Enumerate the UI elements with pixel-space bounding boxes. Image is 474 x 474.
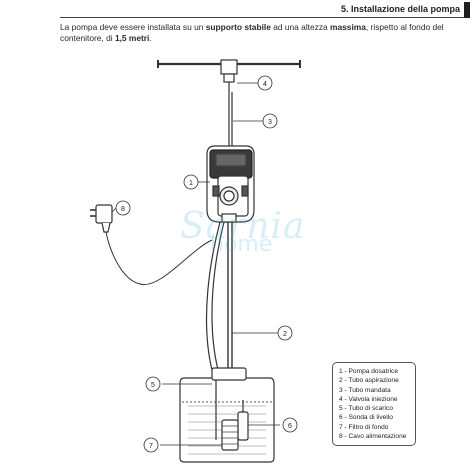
dosing-pump bbox=[206, 145, 255, 223]
callout-2: 2 bbox=[277, 325, 293, 341]
callout-6-label: 6 bbox=[288, 423, 292, 430]
legend-item: 1 - Pompa dosatrice bbox=[339, 368, 399, 375]
callout-8: 8 bbox=[115, 200, 131, 216]
header-rule bbox=[60, 17, 468, 18]
page-header: 5. Installazione della pompa bbox=[0, 0, 474, 20]
intro-bold-3: 1,5 metri bbox=[114, 33, 150, 43]
legend-item: 2 - Tubo aspirazione bbox=[339, 377, 399, 385]
intro-paragraph: La pompa deve essere installata su un su… bbox=[60, 22, 460, 44]
callout-4: 4 bbox=[257, 75, 273, 91]
intro-text-1: La pompa deve essere installata su un bbox=[60, 22, 206, 32]
callout-8-label: 8 bbox=[121, 206, 125, 213]
legend-box: 1 - Pompa dosatrice 2 - Tubo aspirazione… bbox=[332, 362, 416, 446]
callout-7: 7 bbox=[143, 437, 159, 453]
callout-5-label: 5 bbox=[151, 382, 155, 389]
callout-3-label: 3 bbox=[268, 119, 272, 126]
legend-item: 4 - Valvola iniezione bbox=[339, 395, 398, 403]
intro-text-2: ad una altezza bbox=[270, 22, 331, 32]
watermark-logo: Sarnia bbox=[180, 206, 306, 247]
header-tab-marker bbox=[464, 2, 470, 18]
foot-filter bbox=[221, 419, 239, 451]
callout-3: 3 bbox=[262, 113, 278, 129]
section-title: 5. Installazione della pompa bbox=[340, 4, 460, 14]
intro-bold-2: massima bbox=[330, 22, 366, 32]
power-cable bbox=[105, 231, 213, 285]
legend-item: 8 - Cavo alimentazione bbox=[339, 433, 407, 441]
discharge-tube bbox=[205, 221, 221, 371]
injection-pipe bbox=[157, 59, 301, 92]
power-plug bbox=[90, 204, 113, 233]
legend-item: 5 - Tubo di scarico bbox=[339, 405, 393, 413]
legend-item: 3 - Tubo mandata bbox=[339, 386, 391, 394]
callout-7-label: 7 bbox=[149, 443, 153, 450]
callout-6: 6 bbox=[282, 417, 298, 433]
watermark-logo-sub: home bbox=[210, 232, 273, 257]
callout-1-label: 1 bbox=[189, 180, 193, 187]
callout-2-label: 2 bbox=[283, 331, 287, 338]
callout-1: 1 bbox=[183, 174, 199, 190]
intro-bold-1: supporto stabile bbox=[205, 22, 271, 32]
legend-item: 6 - Sonda di livello bbox=[339, 414, 393, 422]
intro-text-4: . bbox=[149, 33, 152, 43]
intro-text-3: , rispetto al fondo del contenitore, di bbox=[60, 22, 444, 43]
callout-5: 5 bbox=[145, 376, 161, 392]
legend-item: 7 - Filtro di fondo bbox=[339, 423, 389, 431]
callout-4-label: 4 bbox=[263, 81, 267, 88]
